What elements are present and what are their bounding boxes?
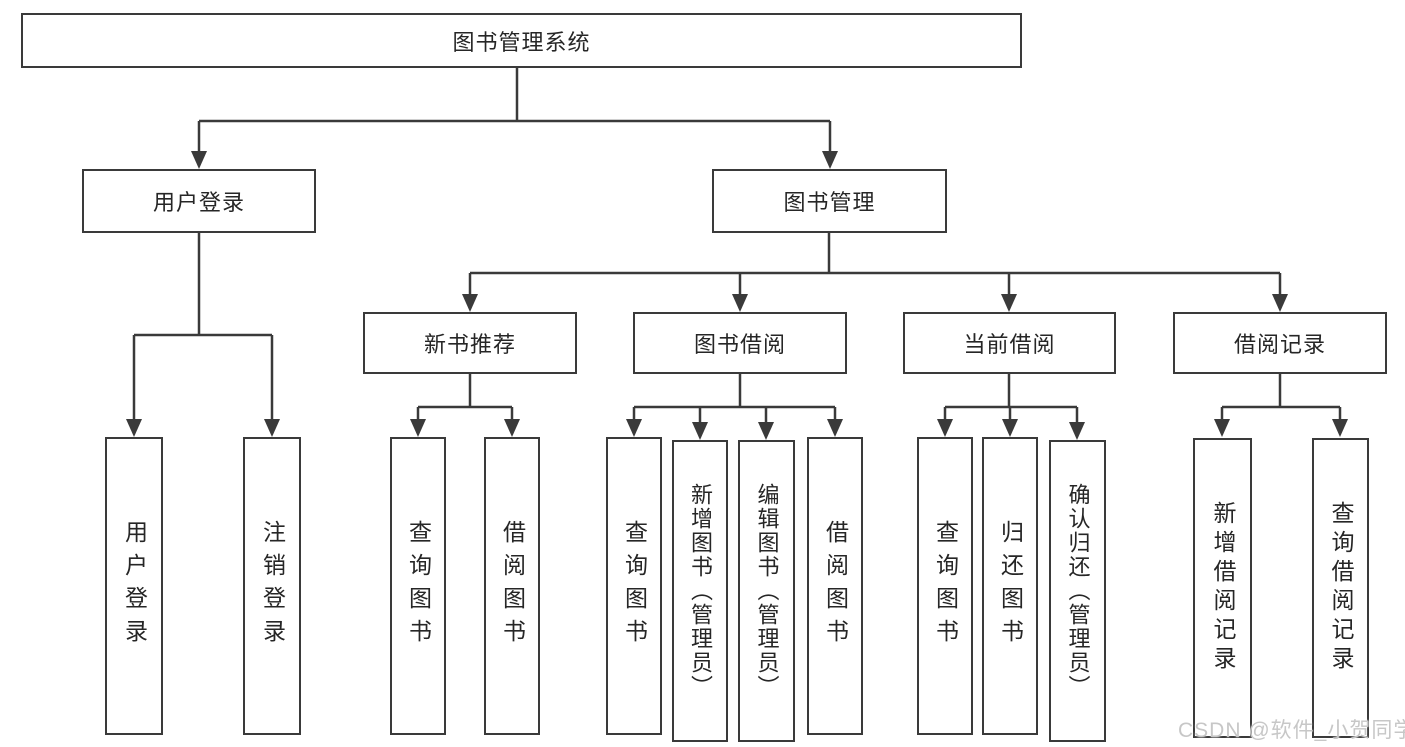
leaf-query-borrow-record: 查询借阅记录 — [1312, 438, 1369, 738]
leaf-current-query-book: 查询图书 — [917, 437, 973, 735]
leaf-confirm-return-admin: 确认归还（管理员） — [1049, 440, 1106, 742]
node-current-borrowing: 当前借阅 — [903, 312, 1116, 374]
node-book-management: 图书管理 — [712, 169, 947, 233]
leaf-recommend-query-book: 查询图书 — [390, 437, 446, 735]
leaf-user-login: 用户登录 — [105, 437, 163, 735]
node-new-book-recommendation: 新书推荐 — [363, 312, 577, 374]
node-root-library-system: 图书管理系统 — [21, 13, 1022, 68]
node-borrowing-records: 借阅记录 — [1173, 312, 1387, 374]
leaf-recommend-borrow-book: 借阅图书 — [484, 437, 540, 735]
leaf-return-book: 归还图书 — [982, 437, 1038, 735]
csdn-watermark: CSDN @软件_小贺同学 — [1178, 719, 1405, 742]
leaf-add-borrow-record: 新增借阅记录 — [1193, 438, 1252, 738]
leaf-edit-book-admin: 编辑图书（管理员） — [738, 440, 795, 742]
arrowhead-icons — [126, 151, 1348, 440]
leaf-logout: 注销登录 — [243, 437, 301, 735]
leaf-add-book-admin: 新增图书（管理员） — [672, 440, 728, 742]
leaf-borrowing-query-book: 查询图书 — [606, 437, 662, 735]
node-book-borrowing: 图书借阅 — [633, 312, 847, 374]
leaf-borrowing-borrow-book: 借阅图书 — [807, 437, 863, 735]
node-user-login: 用户登录 — [82, 169, 316, 233]
